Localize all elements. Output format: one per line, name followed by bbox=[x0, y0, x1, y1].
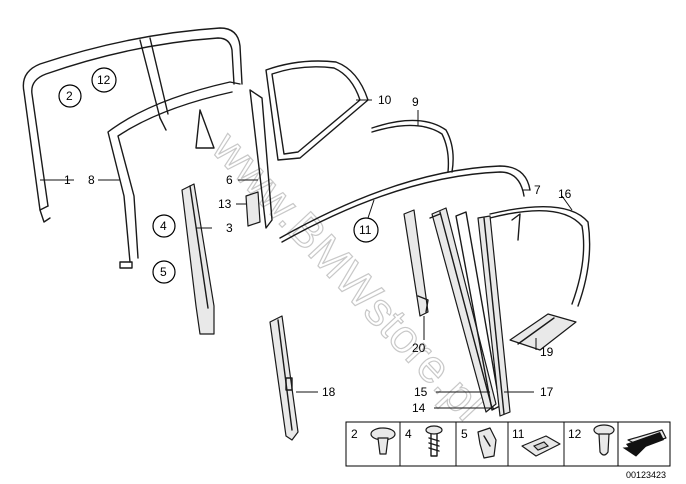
spring-clip-icon bbox=[477, 427, 497, 459]
label-18: 18 bbox=[322, 385, 336, 399]
leader-lines bbox=[40, 99, 573, 409]
circled-label-11: 11 bbox=[353, 217, 379, 243]
circled-label-5: 5 bbox=[152, 260, 176, 284]
label-9: 9 bbox=[412, 95, 419, 109]
svg-text:11: 11 bbox=[512, 427, 525, 441]
round-head-clip-icon bbox=[370, 427, 396, 455]
label-13: 13 bbox=[218, 197, 232, 211]
svg-text:5: 5 bbox=[160, 265, 167, 279]
label-10: 10 bbox=[378, 93, 392, 107]
part-16-curved-strip[interactable] bbox=[489, 206, 591, 307]
diagram-code: 00123423 bbox=[626, 470, 666, 480]
svg-text:12: 12 bbox=[568, 427, 582, 441]
label-8: 8 bbox=[88, 173, 95, 187]
flat-clip-icon bbox=[521, 435, 561, 457]
legend-item-11: 11 bbox=[512, 427, 561, 457]
arrow-left-icon bbox=[622, 429, 667, 457]
svg-text:2: 2 bbox=[66, 89, 73, 103]
label-6: 6 bbox=[226, 173, 233, 187]
label-3: 3 bbox=[226, 221, 233, 235]
expanding-rivet-icon bbox=[593, 424, 615, 456]
part-10-window-frame[interactable] bbox=[265, 60, 369, 161]
svg-text:4: 4 bbox=[405, 427, 412, 441]
label-14: 14 bbox=[412, 401, 426, 415]
svg-text:4: 4 bbox=[160, 219, 167, 233]
svg-text:12: 12 bbox=[97, 73, 111, 87]
circled-label-4: 4 bbox=[152, 214, 176, 238]
part-17-guide-rail-outer[interactable] bbox=[477, 215, 511, 417]
label-17: 17 bbox=[540, 385, 554, 399]
part-6-seal-strip[interactable] bbox=[249, 89, 273, 229]
svg-text:2: 2 bbox=[351, 427, 358, 441]
part-1-door-frame-seal[interactable] bbox=[22, 27, 243, 223]
label-16: 16 bbox=[558, 187, 572, 201]
part-9-channel-strip[interactable] bbox=[371, 119, 454, 173]
part-18-lower-pillar[interactable] bbox=[269, 315, 299, 441]
part-20-bracket[interactable] bbox=[403, 209, 429, 317]
circled-label-12: 12 bbox=[91, 67, 117, 93]
part-3-pillar-trim[interactable] bbox=[181, 183, 215, 335]
circled-label-2: 2 bbox=[58, 84, 82, 108]
legend-item-2: 2 bbox=[351, 427, 396, 455]
part-19-bottom-bracket[interactable] bbox=[509, 313, 577, 351]
svg-text:5: 5 bbox=[461, 427, 468, 441]
legend-item-5: 5 bbox=[461, 427, 497, 459]
label-15: 15 bbox=[414, 385, 428, 399]
label-19: 19 bbox=[540, 345, 554, 359]
fastener-legend: 2 4 5 11 bbox=[345, 421, 671, 467]
part-15-guide-rail[interactable] bbox=[429, 207, 497, 413]
label-20: 20 bbox=[412, 341, 426, 355]
part-11-lower-strip[interactable] bbox=[279, 165, 531, 243]
screw-icon bbox=[425, 425, 443, 457]
part-13-block[interactable] bbox=[245, 191, 261, 227]
part-8-inner-frame[interactable] bbox=[107, 81, 241, 269]
label-1: 1 bbox=[64, 173, 71, 187]
svg-text:11: 11 bbox=[359, 223, 372, 237]
label-7: 7 bbox=[534, 183, 541, 197]
legend-item-4: 4 bbox=[405, 425, 443, 457]
legend-item-12: 12 bbox=[568, 424, 615, 456]
